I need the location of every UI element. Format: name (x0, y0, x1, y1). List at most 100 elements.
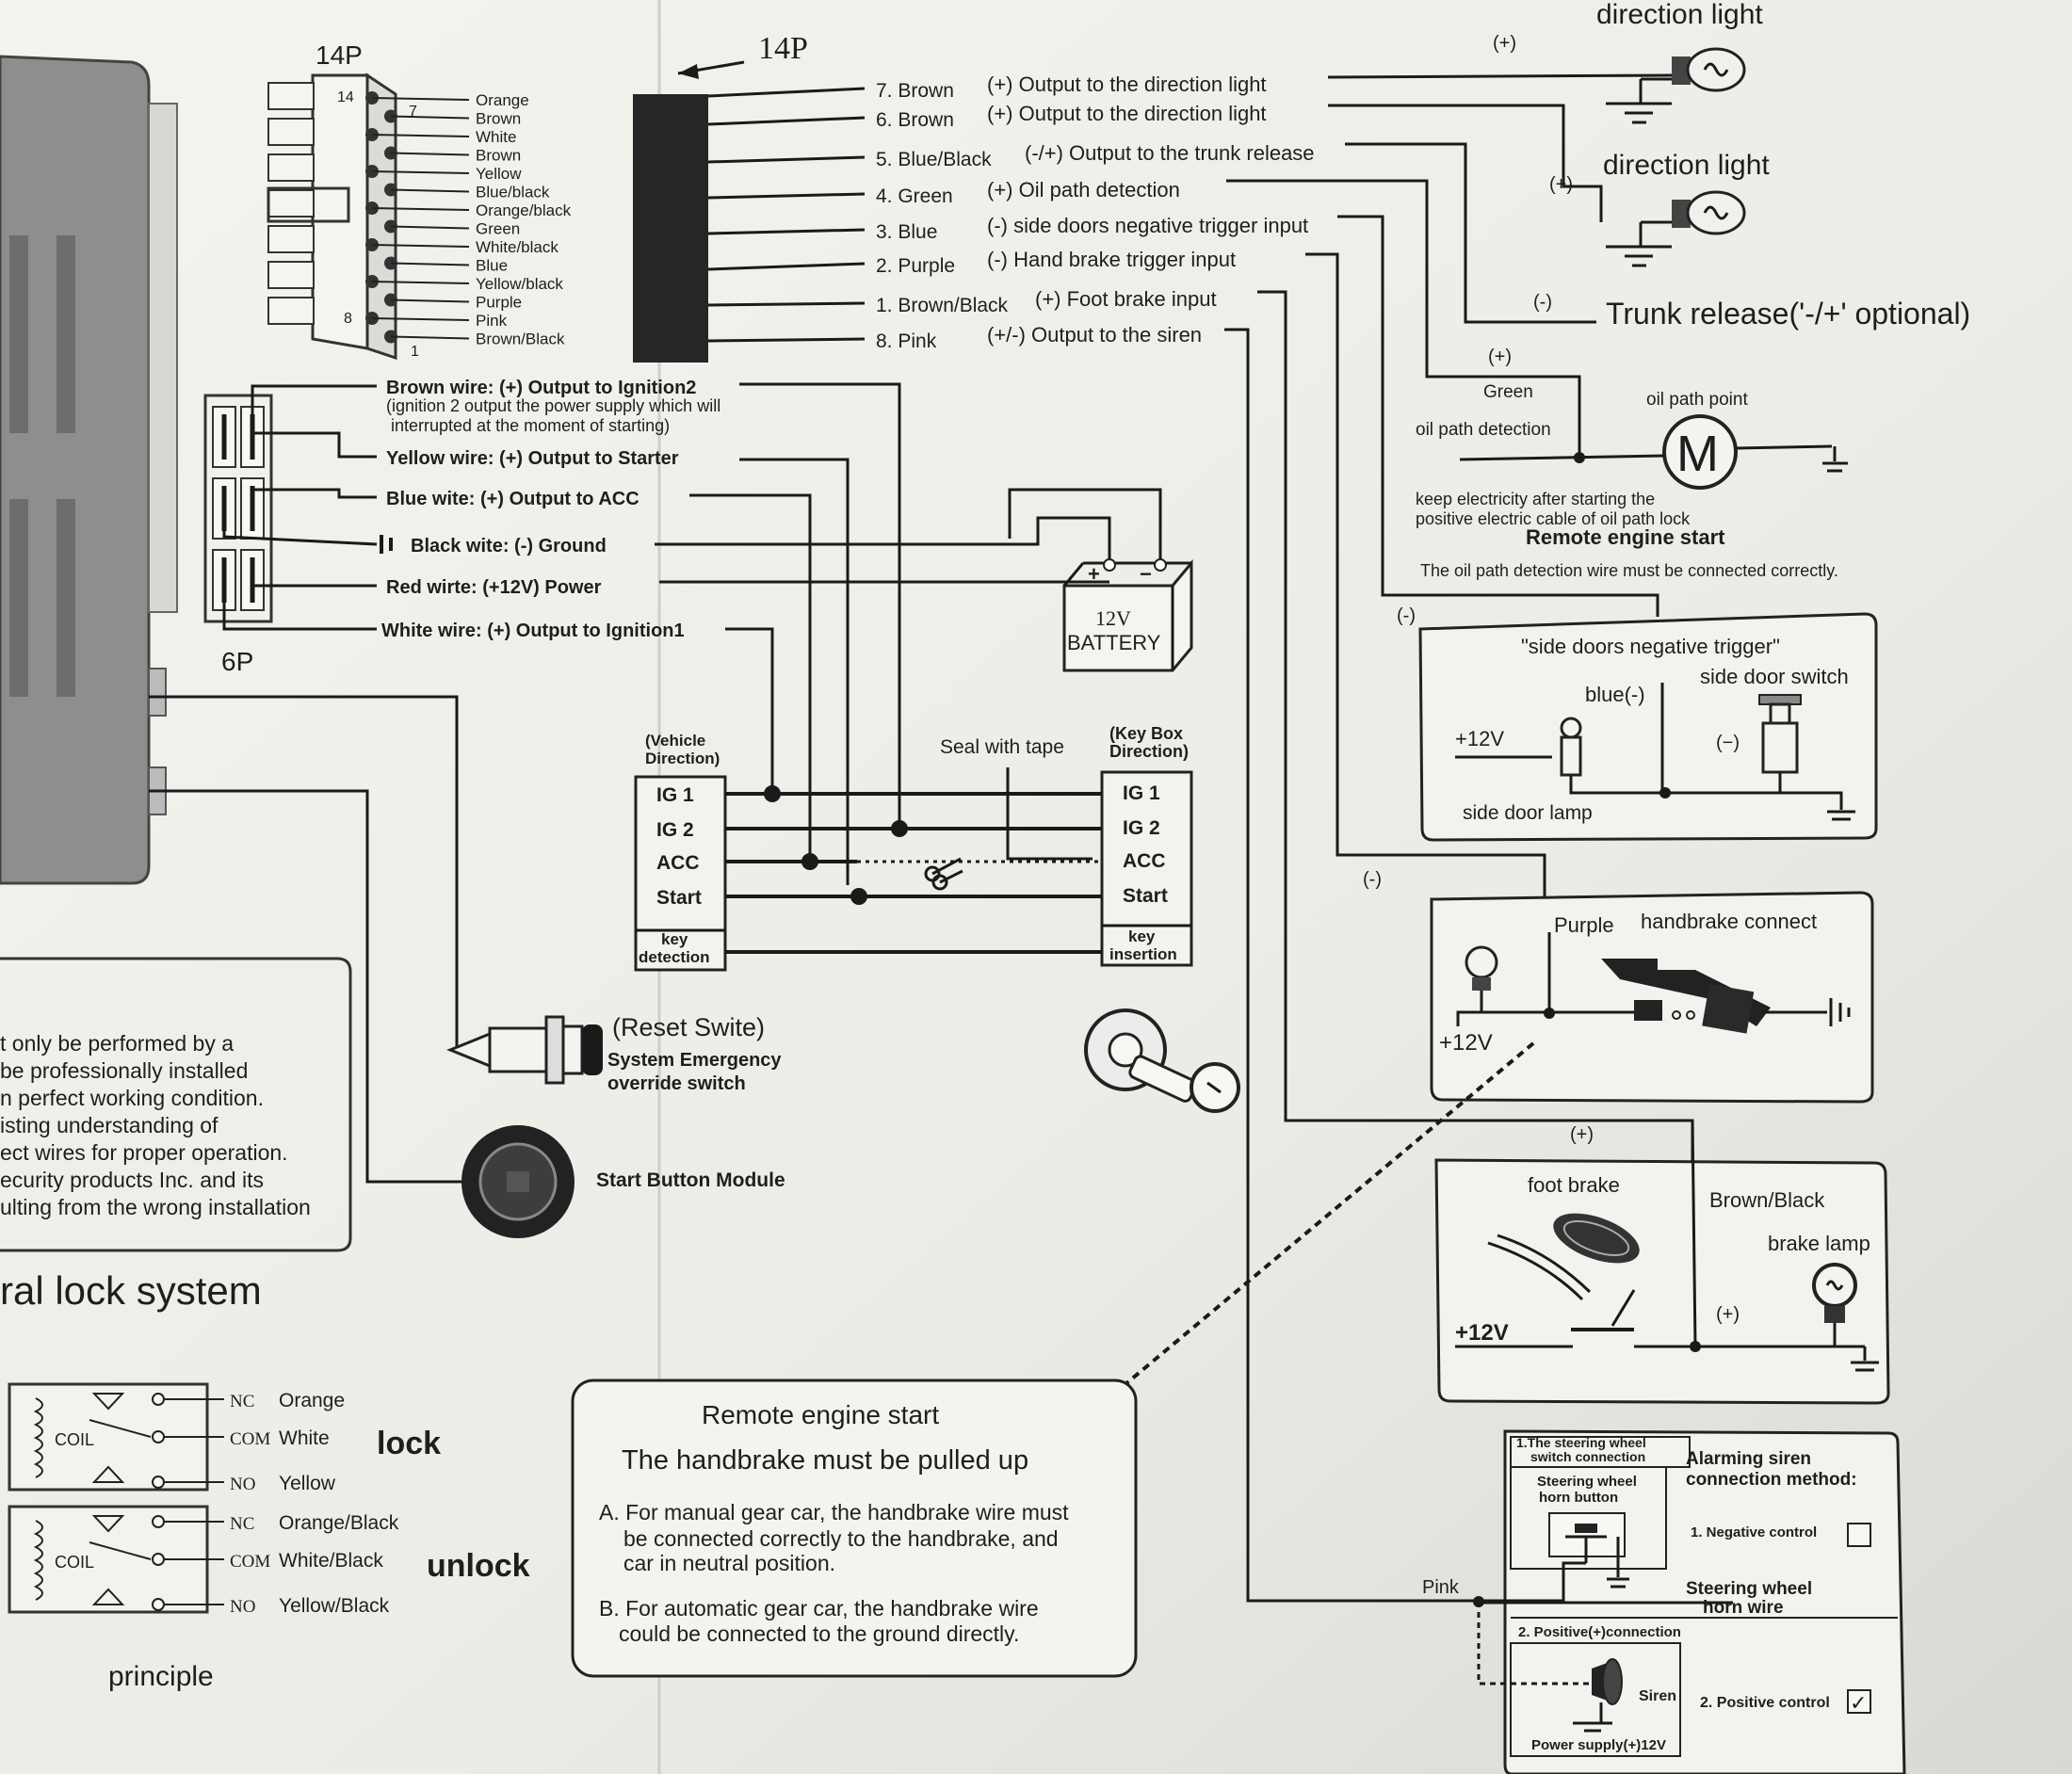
warning-line: isting understanding of (0, 1113, 219, 1137)
relay-wire-color: White/Black (279, 1550, 383, 1572)
relay-wire-color: Orange/Black (279, 1512, 399, 1534)
siren-method-1: Alarming siren (1686, 1449, 1811, 1469)
scissors-icon (924, 857, 963, 891)
power-wire-label: Brown wire: (+) Output to Ignition2 (386, 378, 696, 398)
handbrake-title: handbrake connect (1641, 910, 1817, 933)
relay-wire-color: Yellow/Black (279, 1595, 390, 1617)
footbrake-title: foot brake (1528, 1173, 1620, 1197)
oil-note: The oil path detection wire must be conn… (1420, 561, 1838, 580)
handbrake-icon (1601, 959, 1771, 1034)
output-wire-desc: (+/-) Output to the siren (987, 323, 1202, 347)
keybox-direction-1: (Key Box (1109, 724, 1183, 743)
key-detection-1: key (661, 930, 688, 948)
remote-box-title: Remote engine start (702, 1400, 939, 1429)
power-wire-label: Red wirte: (+12V) Power (386, 577, 602, 598)
start-button-label: Start Button Module (596, 1169, 785, 1191)
footbrake-12v: +12V (1455, 1320, 1509, 1346)
remote-box-b2: could be connected to the ground directl… (619, 1621, 1019, 1646)
vehicle-terminal-label: IG 2 (656, 819, 694, 841)
relay-terminal: NO (230, 1597, 255, 1617)
output-wire-desc: (+) Foot brake input (1035, 287, 1217, 311)
blue-label: blue(-) (1585, 683, 1645, 706)
plus-2: (+) (1549, 174, 1573, 195)
horn-button-2: horn button (1539, 1490, 1618, 1506)
side-doors-12v: +12V (1455, 727, 1504, 750)
connector-14p-left: 14P 14 7 8 1 OrangeBrownWhiteBrownYellow… (267, 40, 572, 361)
vehicle-terminal-label: Start (656, 887, 702, 909)
siren-box: 1.The steering wheel switch connection S… (1422, 1429, 1906, 1774)
relay-terminal: NC (230, 1514, 254, 1534)
output-wire-desc: (-) Hand brake trigger input (987, 248, 1236, 271)
door-switch-icon (1758, 694, 1802, 793)
handbrake-12v: +12V (1439, 1030, 1493, 1056)
oil-path-detection-label: oil path detection (1416, 420, 1551, 440)
positive-check-mark: ✓ (1850, 1691, 1867, 1715)
coil-label: COIL (55, 1430, 94, 1449)
power-wire-label: Black wite: (-) Ground (411, 536, 607, 556)
vehicle-direction-1: (Vehicle (645, 732, 705, 750)
remote-box-a3: car in neutral position. (623, 1551, 835, 1575)
battery-label: BATTERY (1067, 631, 1161, 654)
siren-negative: 1. Negative control (1691, 1524, 1817, 1540)
outputs-right: direction light (+) direction light (+) … (1416, 0, 1970, 580)
side-doors-box: (-) "side doors negative trigger" blue(-… (1397, 605, 1878, 842)
relay-function-label: lock (377, 1426, 441, 1461)
remote-box-a2: be connected correctly to the handbrake,… (623, 1526, 1059, 1551)
wire-color-label: Yellow (476, 165, 522, 183)
power-wire-label: Blue wite: (+) Output to ACC (386, 489, 639, 509)
harness-14p: 14P 7. Brown(+) Output to the direction … (633, 31, 1315, 363)
pin-7-label: 7 (409, 104, 417, 120)
output-wire-desc: (+) Oil path detection (987, 178, 1180, 202)
ignition2-note-1: (ignition 2 output the power supply whic… (386, 396, 720, 415)
output-wire-number: 5. Blue/Black (876, 149, 992, 170)
output-wire-number: 4. Green (876, 185, 953, 207)
siren-label: Siren (1639, 1688, 1676, 1704)
wire-color-label: Yellow/black (476, 275, 563, 293)
footbrake-plus-2: (+) (1716, 1304, 1740, 1325)
relay-wire-color: Yellow (279, 1473, 336, 1494)
oil-path-point-label: oil path point (1646, 390, 1748, 410)
output-wire-number: 7. Brown (876, 80, 954, 102)
direction-light-2-label: direction light (1603, 150, 1770, 181)
key-insertion-2: insertion (1109, 945, 1177, 963)
label-14p-left: 14P (316, 40, 363, 70)
trunk-release-label: Trunk release('-/+' optional) (1606, 297, 1970, 331)
wire-color-label: Green (476, 220, 520, 238)
output-wire-number: 3. Blue (876, 221, 937, 243)
side-door-lamp-label: side door lamp (1463, 802, 1593, 824)
output-wire-number: 6. Brown (876, 109, 954, 131)
keybox-terminal-label: Start (1123, 885, 1168, 907)
positive-checkbox (1847, 1689, 1871, 1714)
power-supply-label: Power supply(+)12V (1531, 1737, 1666, 1753)
warning-line: ect wires for proper operation. (0, 1140, 288, 1165)
battery: + − 12V BATTERY (655, 488, 1193, 672)
warning-line: n perfect working condition. (0, 1086, 264, 1110)
vehicle-terminal-label: ACC (656, 852, 700, 874)
keybox-direction-2: Direction) (1109, 742, 1189, 761)
horn-button-1: Steering wheel (1537, 1474, 1637, 1490)
keybox-terminal-label: IG 2 (1123, 817, 1160, 839)
minus-trunk: (-) (1533, 292, 1552, 313)
output-wire-desc: (-/+) Output to the trunk release (1025, 141, 1315, 165)
wire-color-label: Pink (476, 312, 508, 330)
relay-terminal: COM (230, 1429, 270, 1449)
remote-start-box: Remote engine start The handbrake must b… (571, 1379, 1138, 1678)
ignition2-note-2: interrupted at the moment of starting) (391, 416, 670, 435)
power-wire-label: Yellow wire: (+) Output to Starter (386, 448, 679, 469)
horn-button-icon (1548, 1512, 1629, 1589)
key-detection-2: detection (639, 948, 710, 966)
plus-1: (+) (1493, 33, 1516, 54)
pink-label: Pink (1422, 1577, 1460, 1598)
output-wire-number: 1. Brown/Black (876, 295, 1009, 316)
battery-plus: + (1088, 562, 1100, 586)
siren-h1a: 1.The steering wheel (1516, 1435, 1646, 1450)
motor-label: M (1676, 426, 1719, 482)
warning-line: ulting from the wrong installation (0, 1195, 311, 1219)
warning-line: be professionally installed (0, 1058, 248, 1083)
siren-method-2: connection method: (1686, 1470, 1857, 1490)
wire-color-label: Brown (476, 147, 521, 165)
label-14p-right: 14P (758, 31, 808, 66)
pin-1-label: 1 (411, 344, 419, 360)
